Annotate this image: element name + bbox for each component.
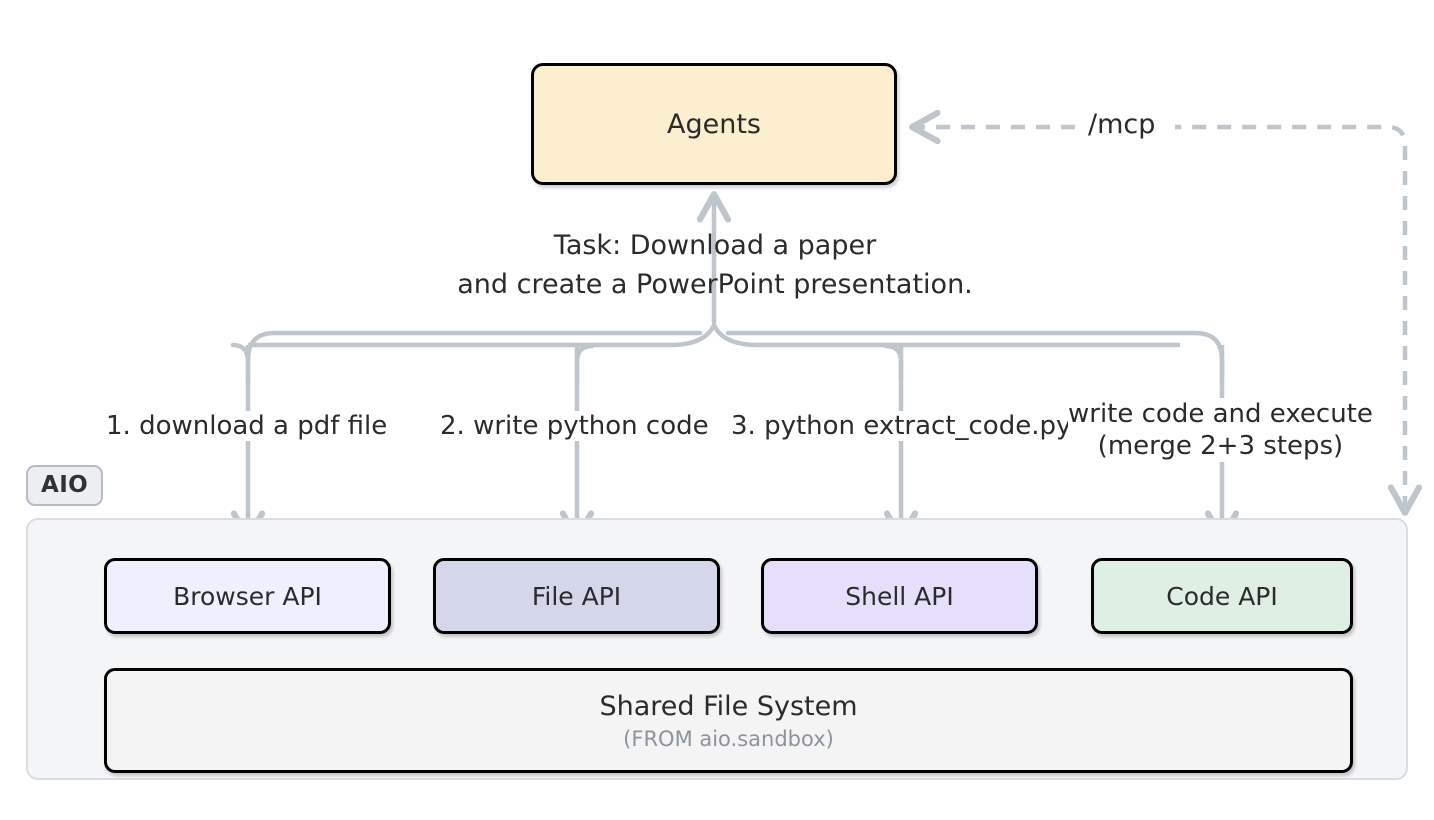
file-api-node[interactable]: File API (433, 558, 720, 634)
step-label-4-line-1: write code and execute (1068, 399, 1373, 429)
code-api-label: Code API (1166, 581, 1278, 611)
task-caption-line-2: and create a PowerPoint presentation. (457, 269, 973, 301)
step-label-4-line-2: (merge 2+3 steps) (1097, 431, 1344, 462)
file-api-label: File API (531, 581, 622, 611)
shell-api-node[interactable]: Shell API (761, 558, 1038, 634)
browser-api-node[interactable]: Browser API (104, 558, 391, 634)
branch-bus (248, 322, 1180, 348)
step-label-4: write code and execute (merge 2+3 steps) (1068, 398, 1373, 463)
shell-api-label: Shell API (845, 581, 954, 611)
shared-file-system-subtitle: (FROM aio.sandbox) (623, 726, 834, 751)
code-api-node[interactable]: Code API (1091, 558, 1353, 634)
step-label-2: 2. write python code (440, 411, 709, 441)
agents-node[interactable]: Agents (531, 63, 897, 185)
task-caption-line-1: Task: Download a paper (553, 230, 877, 261)
bus-corners (245, 330, 1225, 383)
task-caption: Task: Download a paper and create a Powe… (420, 226, 1010, 305)
aio-badge: AIO (26, 465, 104, 506)
shared-file-system-node[interactable]: Shared File System (FROM aio.sandbox) (104, 668, 1353, 773)
step-label-1: 1. download a pdf file (106, 411, 388, 441)
shared-file-system-title: Shared File System (599, 690, 858, 722)
mcp-label: /mcp (1082, 109, 1162, 140)
browser-api-label: Browser API (173, 581, 322, 611)
step-label-3: 3. python extract_code.py (731, 411, 1072, 441)
agents-label: Agents (667, 108, 761, 140)
